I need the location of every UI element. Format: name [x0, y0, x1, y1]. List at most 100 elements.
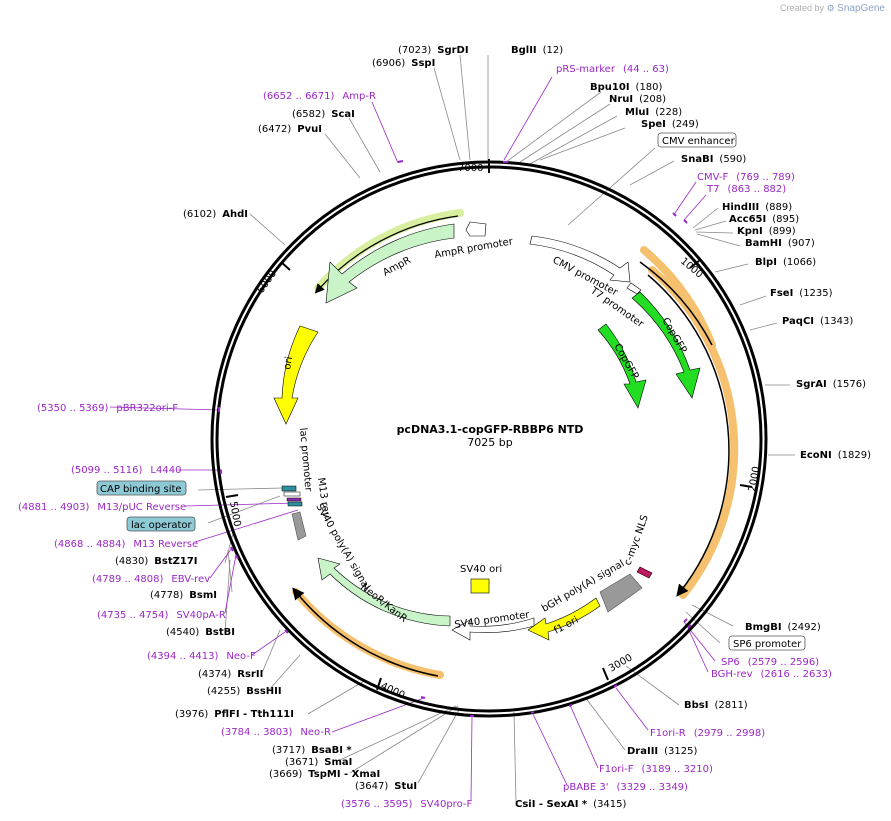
primer-name: M13 Reverse [133, 539, 198, 550]
site-label: (4830) BstZ17I [115, 556, 198, 567]
site-position: (3976) [175, 709, 208, 720]
site-name: SnaBI [681, 154, 713, 165]
site-position: (3415) [593, 799, 626, 810]
site-label: (6472)PvuI [258, 124, 322, 135]
site-position: (4830) [115, 556, 148, 567]
primer-range: (769 .. 789) [736, 172, 795, 183]
sv40-ori-box [470, 578, 490, 594]
site-label: FseI(1235) [770, 288, 833, 299]
site-name: MluI [625, 107, 649, 118]
site-label: (4540)BstBI [166, 627, 235, 638]
ampr-arrow [325, 223, 455, 304]
site-label: BmgBI (2492) [745, 622, 821, 633]
ori-arrow [273, 325, 319, 425]
m13-rev-mark [286, 497, 302, 502]
site-position: (1235) [799, 288, 832, 299]
lac-promoter-mark [283, 491, 301, 497]
site-name: StuI [394, 781, 417, 792]
site-name: SpeI [641, 119, 666, 130]
primer-range: (4868 .. 4884) [54, 539, 126, 550]
primer-name: pRS-marker [556, 64, 616, 75]
cmv-enhancer-label: CMV enhancer [662, 136, 736, 147]
primer-label: (3784 .. 3803)Neo-R [221, 727, 331, 738]
primer-name: SV40pA-R [176, 610, 225, 621]
site-label: BlpI(1066) [755, 257, 816, 268]
primer-label: F1ori-F(3189 .. 3210) [599, 764, 713, 775]
rbbp6-orf-line [647, 274, 730, 597]
primer-range: (4735 .. 4754) [97, 610, 169, 621]
site-position: (2492) [788, 622, 821, 633]
primer-range: (3576 .. 3595) [341, 799, 413, 810]
site-label: CsiI - SexAI *(3415) [515, 799, 627, 810]
primer-label: pBABE 3'(3329 .. 3349) [563, 782, 688, 793]
boxed-features: CMV enhancer SP6 promoter CAP binding si… [96, 132, 806, 651]
primer-label: (4394 .. 4413)Neo-F [147, 651, 256, 662]
site-label: BglII(12) [511, 45, 563, 56]
site-label: DraIII (3125) [627, 746, 698, 757]
primer-labels: pRS-marker (44 .. 63) (6652 .. 6671) Amp-R C… [18, 64, 832, 810]
lac-operator-mark [287, 501, 303, 507]
site-name: BssHII [246, 686, 281, 697]
site-name: BmgBI [745, 622, 782, 633]
primer-label: CMV-F (769 .. 789) [697, 172, 795, 183]
primer-label: F1ori-R(2979 .. 2998) [650, 728, 765, 739]
primer-range: (3189 .. 3210) [641, 764, 713, 775]
site-name: DraIII [627, 746, 658, 757]
site-name: BsmI [189, 590, 217, 601]
primer-range: (5099 .. 5116) [71, 465, 143, 476]
copgfp-inner-arrow [597, 323, 647, 409]
primer-name: BGH-rev [711, 669, 753, 680]
neo-orf-line [292, 587, 439, 677]
ampr-promoter-arrow [465, 221, 487, 237]
credit-brand: SnapGene [837, 3, 885, 14]
site-label: (4778) BsmI [150, 590, 217, 601]
site-name: ScaI [331, 109, 355, 120]
credit-line: Created by ⚙ SnapGene [780, 3, 885, 14]
primer-label: (3576 .. 3595)SV40pro-F [341, 799, 472, 810]
site-name: Acc65I [729, 214, 766, 225]
site-label: SnaBI(590) [681, 154, 746, 165]
primer-name: T7 [706, 184, 719, 195]
site-name: RsrII [237, 669, 263, 680]
neo-orf-highlight [292, 588, 444, 679]
site-name: BamHI [745, 238, 782, 249]
primer-name: F1ori-R [650, 728, 686, 739]
nls-mark [636, 566, 653, 579]
site-position: (1066) [783, 257, 816, 268]
site-label: SgrAI(1576) [796, 379, 866, 390]
primer-name: pBABE 3' [563, 782, 609, 793]
primer-label: (4868 .. 4884) M13 Reverse [54, 539, 198, 550]
site-name: SgrAI [796, 379, 827, 390]
lac-promoter-label: lac promoter [297, 427, 314, 493]
site-name: AhdI [222, 209, 248, 220]
primer-name: M13/pUC Reverse [97, 502, 186, 513]
plasmid-length: 7025 bp [467, 436, 512, 449]
site-label: (3717)BsaBI * [272, 745, 352, 756]
site-name: PaqCI [782, 316, 814, 327]
site-position: (4374) [198, 669, 231, 680]
cmv-promoter-arrow [529, 235, 631, 283]
sv40-polya-box [291, 511, 307, 541]
site-position: (4778) [150, 590, 183, 601]
primer-range: (2616 .. 2633) [761, 669, 833, 680]
primer-name: CMV-F [697, 172, 728, 183]
primer-label: pRS-marker (44 .. 63) [556, 64, 669, 75]
site-name: BglII [511, 45, 537, 56]
primer-label: T7(863 .. 882) [706, 184, 786, 195]
site-name: BstZ17I [154, 556, 197, 567]
site-position: (3125) [664, 746, 697, 757]
primer-range: (44 .. 63) [623, 64, 669, 75]
site-label: BamHI (907) [745, 238, 815, 249]
site-label: BbsI(2811) [684, 700, 748, 711]
site-position: (899) [769, 226, 796, 237]
primer-range: (6652 .. 6671) [263, 91, 335, 102]
lac-operator-label: lac operator [131, 520, 192, 531]
site-label: EcoNI(1829) [800, 450, 871, 461]
primer-name: SP6 [721, 657, 740, 668]
site-position: (1343) [820, 316, 853, 327]
site-label: (3669)TspMI - XmaI [269, 769, 380, 780]
site-position: (907) [788, 238, 815, 249]
primer-name: Amp-R [342, 91, 376, 102]
cmv-enhancer-box [657, 132, 737, 148]
site-label: (6102)AhdI [183, 209, 248, 220]
